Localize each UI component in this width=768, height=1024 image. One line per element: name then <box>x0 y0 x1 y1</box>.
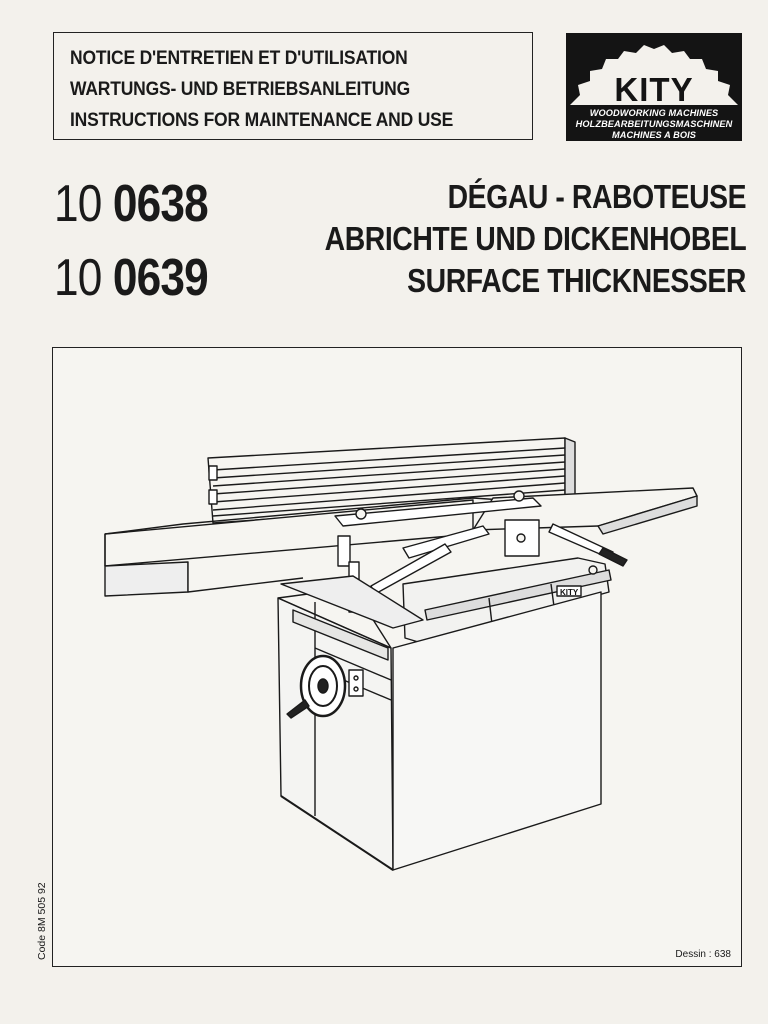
logo-sub-en: WOODWORKING MACHINES <box>589 108 719 118</box>
side-code: Code 8M 505 92 <box>36 882 48 960</box>
model-prefix: 10 <box>54 175 102 233</box>
model-number-2: 10 0639 <box>54 249 209 307</box>
model-prefix: 10 <box>54 249 102 307</box>
title-box: NOTICE D'ENTRETIEN ET D'UTILISATION WART… <box>53 32 533 140</box>
planer-hood: KITY <box>402 557 612 645</box>
product-name-de: ABRICHTE UND DICKENHOBEL <box>324 220 746 257</box>
fence <box>207 437 576 524</box>
logo-brand: KITY <box>614 71 694 108</box>
machine-illustration-frame: KITY Dessin : 638 <box>52 347 742 967</box>
kity-logo: KITY WOODWORKING MACHINES HOLZBEARBEITUN… <box>566 33 742 141</box>
cutter-guard <box>334 490 628 613</box>
product-name-fr: DÉGAU - RABOTEUSE <box>447 178 746 215</box>
hood-brand-label: KITY <box>560 588 579 597</box>
logo-sub-fr: MACHINES A BOIS <box>611 130 697 140</box>
product-name-en: SURFACE THICKNESSER <box>407 262 746 299</box>
surface-thicknesser-drawing: KITY <box>104 437 698 871</box>
title-line-fr: NOTICE D'ENTRETIEN ET D'UTILISATION <box>70 48 408 69</box>
model-code: 0638 <box>112 175 209 233</box>
title-line-en: INSTRUCTIONS FOR MAINTENANCE AND USE <box>70 110 454 131</box>
drawing-reference: Dessin : 638 <box>675 949 731 960</box>
model-code: 0639 <box>112 249 209 307</box>
saw-blade-icon <box>570 45 738 105</box>
logo-sub-de: HOLZBEARBEITUNGSMASCHINEN <box>575 119 733 129</box>
title-line-de: WARTUNGS- UND BETRIEBSANLEITUNG <box>70 79 411 100</box>
model-number-1: 10 0638 <box>54 175 209 233</box>
handwheel <box>286 654 364 719</box>
